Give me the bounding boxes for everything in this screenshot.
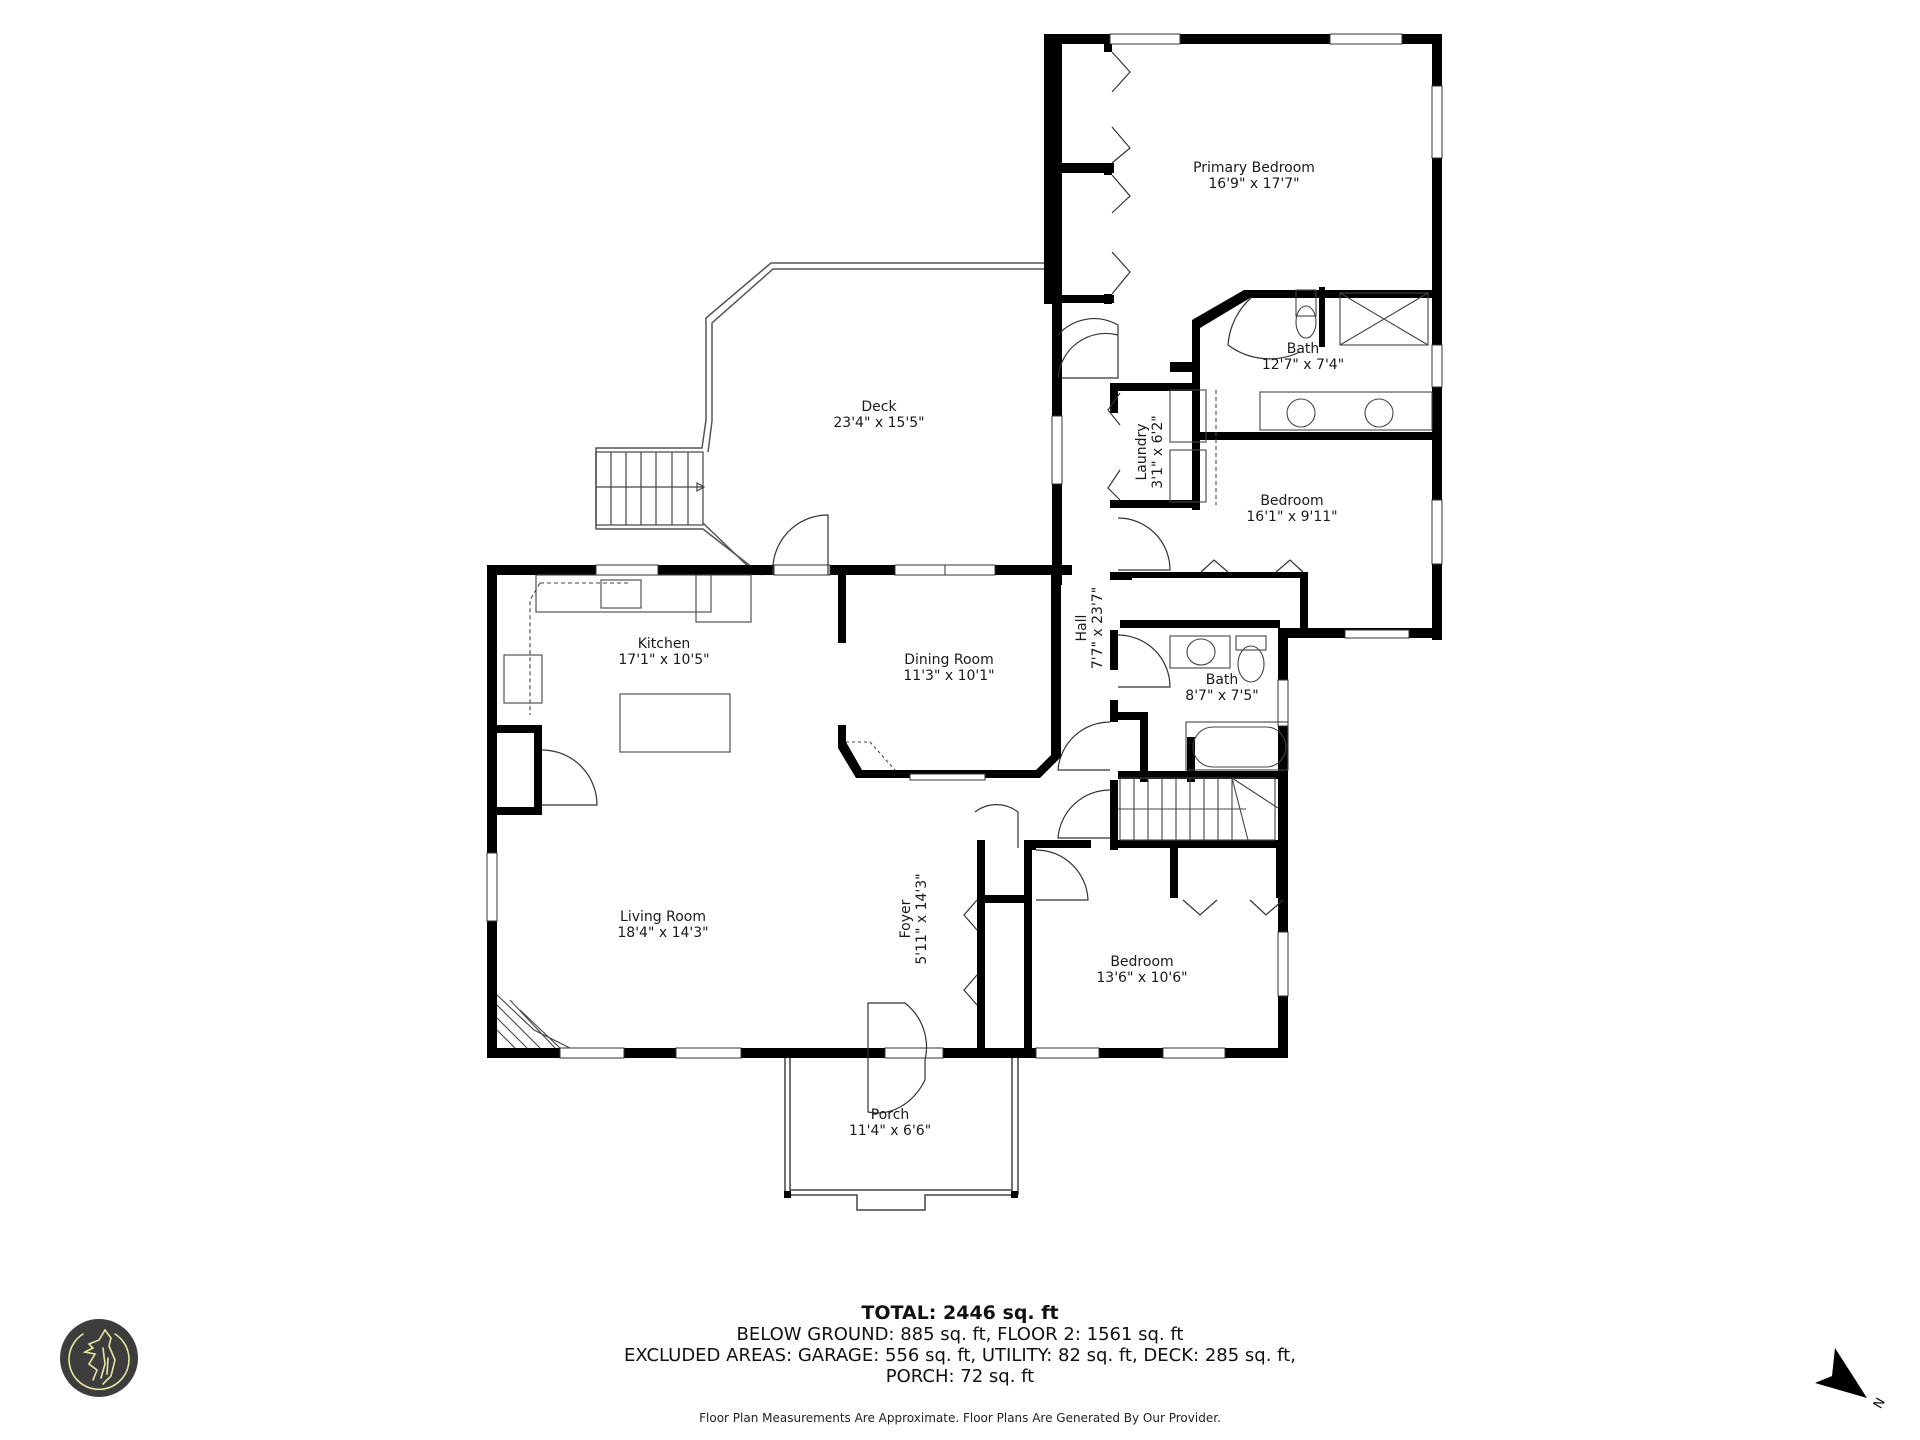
room-name: Primary Bedroom [1193,160,1315,176]
excluded-areas-cont: PORCH: 72 sq. ft [885,1366,1035,1387]
room-dimensions: 5'11" x 14'3" [914,873,930,965]
room-name: Bedroom [1260,493,1324,509]
room-dimensions: 8'7" x 7'5" [1185,688,1259,704]
compass-arrow-icon [1815,1348,1867,1398]
room-name: Bath [1205,672,1239,688]
porch-posts [784,1191,1018,1198]
room-name: Hall [1074,614,1090,642]
closet-bifold-doors [963,51,1304,1006]
room-dimensions: 16'9" x 17'7" [1208,176,1300,192]
room-kitchen: Kitchen 17'1" x 10'5" [618,636,709,668]
wolf-logo-icon [60,1319,138,1397]
room-name: Living Room [620,909,706,925]
room-dimensions: 11'4" x 6'6" [848,1123,932,1139]
room-dimensions: 3'1" x 6'2" [1150,415,1166,489]
room-dimensions: 17'1" x 10'5" [618,652,710,668]
room-name: Bath [1286,341,1320,357]
room-hall-bath: Bath 8'7" x 7'5" [1185,672,1258,704]
room-dimensions: 11'3" x 10'1" [903,668,995,684]
disclaimer: Floor Plan Measurements Are Approximate.… [699,1411,1221,1425]
room-living-room: Living Room 18'4" x 14'3" [617,909,708,941]
room-name: Dining Room [904,652,994,668]
room-porch: Porch 11'4" x 6'6" [849,1107,931,1139]
room-dimensions: 18'4" x 14'3" [617,925,709,941]
area-breakdown: BELOW GROUND: 885 sq. ft, FLOOR 2: 1561 … [736,1324,1184,1345]
fixtures [496,289,1433,1049]
room-name: Bedroom [1110,954,1174,970]
room-dining-room: Dining Room 11'3" x 10'1" [903,652,994,684]
porch-outline [784,1058,1019,1211]
room-bedroom-upper: Bedroom 16'1" x 9'11" [1246,493,1337,525]
room-name: Deck [861,399,897,415]
room-hall: Hall 7'7" x 23'7" [1074,587,1106,669]
room-name: Laundry [1134,423,1150,481]
doors [541,296,1301,1114]
deck-stairs [595,451,706,526]
room-dimensions: 7'7" x 23'7" [1090,586,1106,670]
room-dimensions: 23'4" x 15'5" [833,415,925,431]
excluded-areas: EXCLUDED AREAS: GARAGE: 556 sq. ft, UTIL… [624,1345,1296,1366]
room-primary-bedroom: Primary Bedroom 16'9" x 17'7" [1193,160,1315,192]
room-dimensions: 13'6" x 10'6" [1096,970,1188,986]
room-foyer: Foyer 5'11" x 14'3" [898,873,930,964]
deck-outline [595,262,1054,576]
north-compass: N [1815,1346,1895,1416]
area-summary: TOTAL: 2446 sq. ft BELOW GROUND: 885 sq.… [0,1302,1920,1387]
room-name: Foyer [898,899,914,939]
room-name: Kitchen [637,636,691,652]
interior-walls [487,44,1432,1048]
room-deck: Deck 23'4" x 15'5" [833,399,924,431]
room-name: Porch [870,1107,910,1123]
windows [486,33,1443,1059]
room-primary-bath: Bath 12'7" x 7'4" [1262,341,1344,373]
room-laundry: Laundry 3'1" x 6'2" [1134,415,1166,488]
total-area: TOTAL: 2446 sq. ft [861,1302,1059,1324]
room-dimensions: 12'7" x 7'4" [1261,357,1345,373]
room-bedroom-lower: Bedroom 13'6" x 10'6" [1096,954,1187,986]
room-dimensions: 16'1" x 9'11" [1246,509,1338,525]
